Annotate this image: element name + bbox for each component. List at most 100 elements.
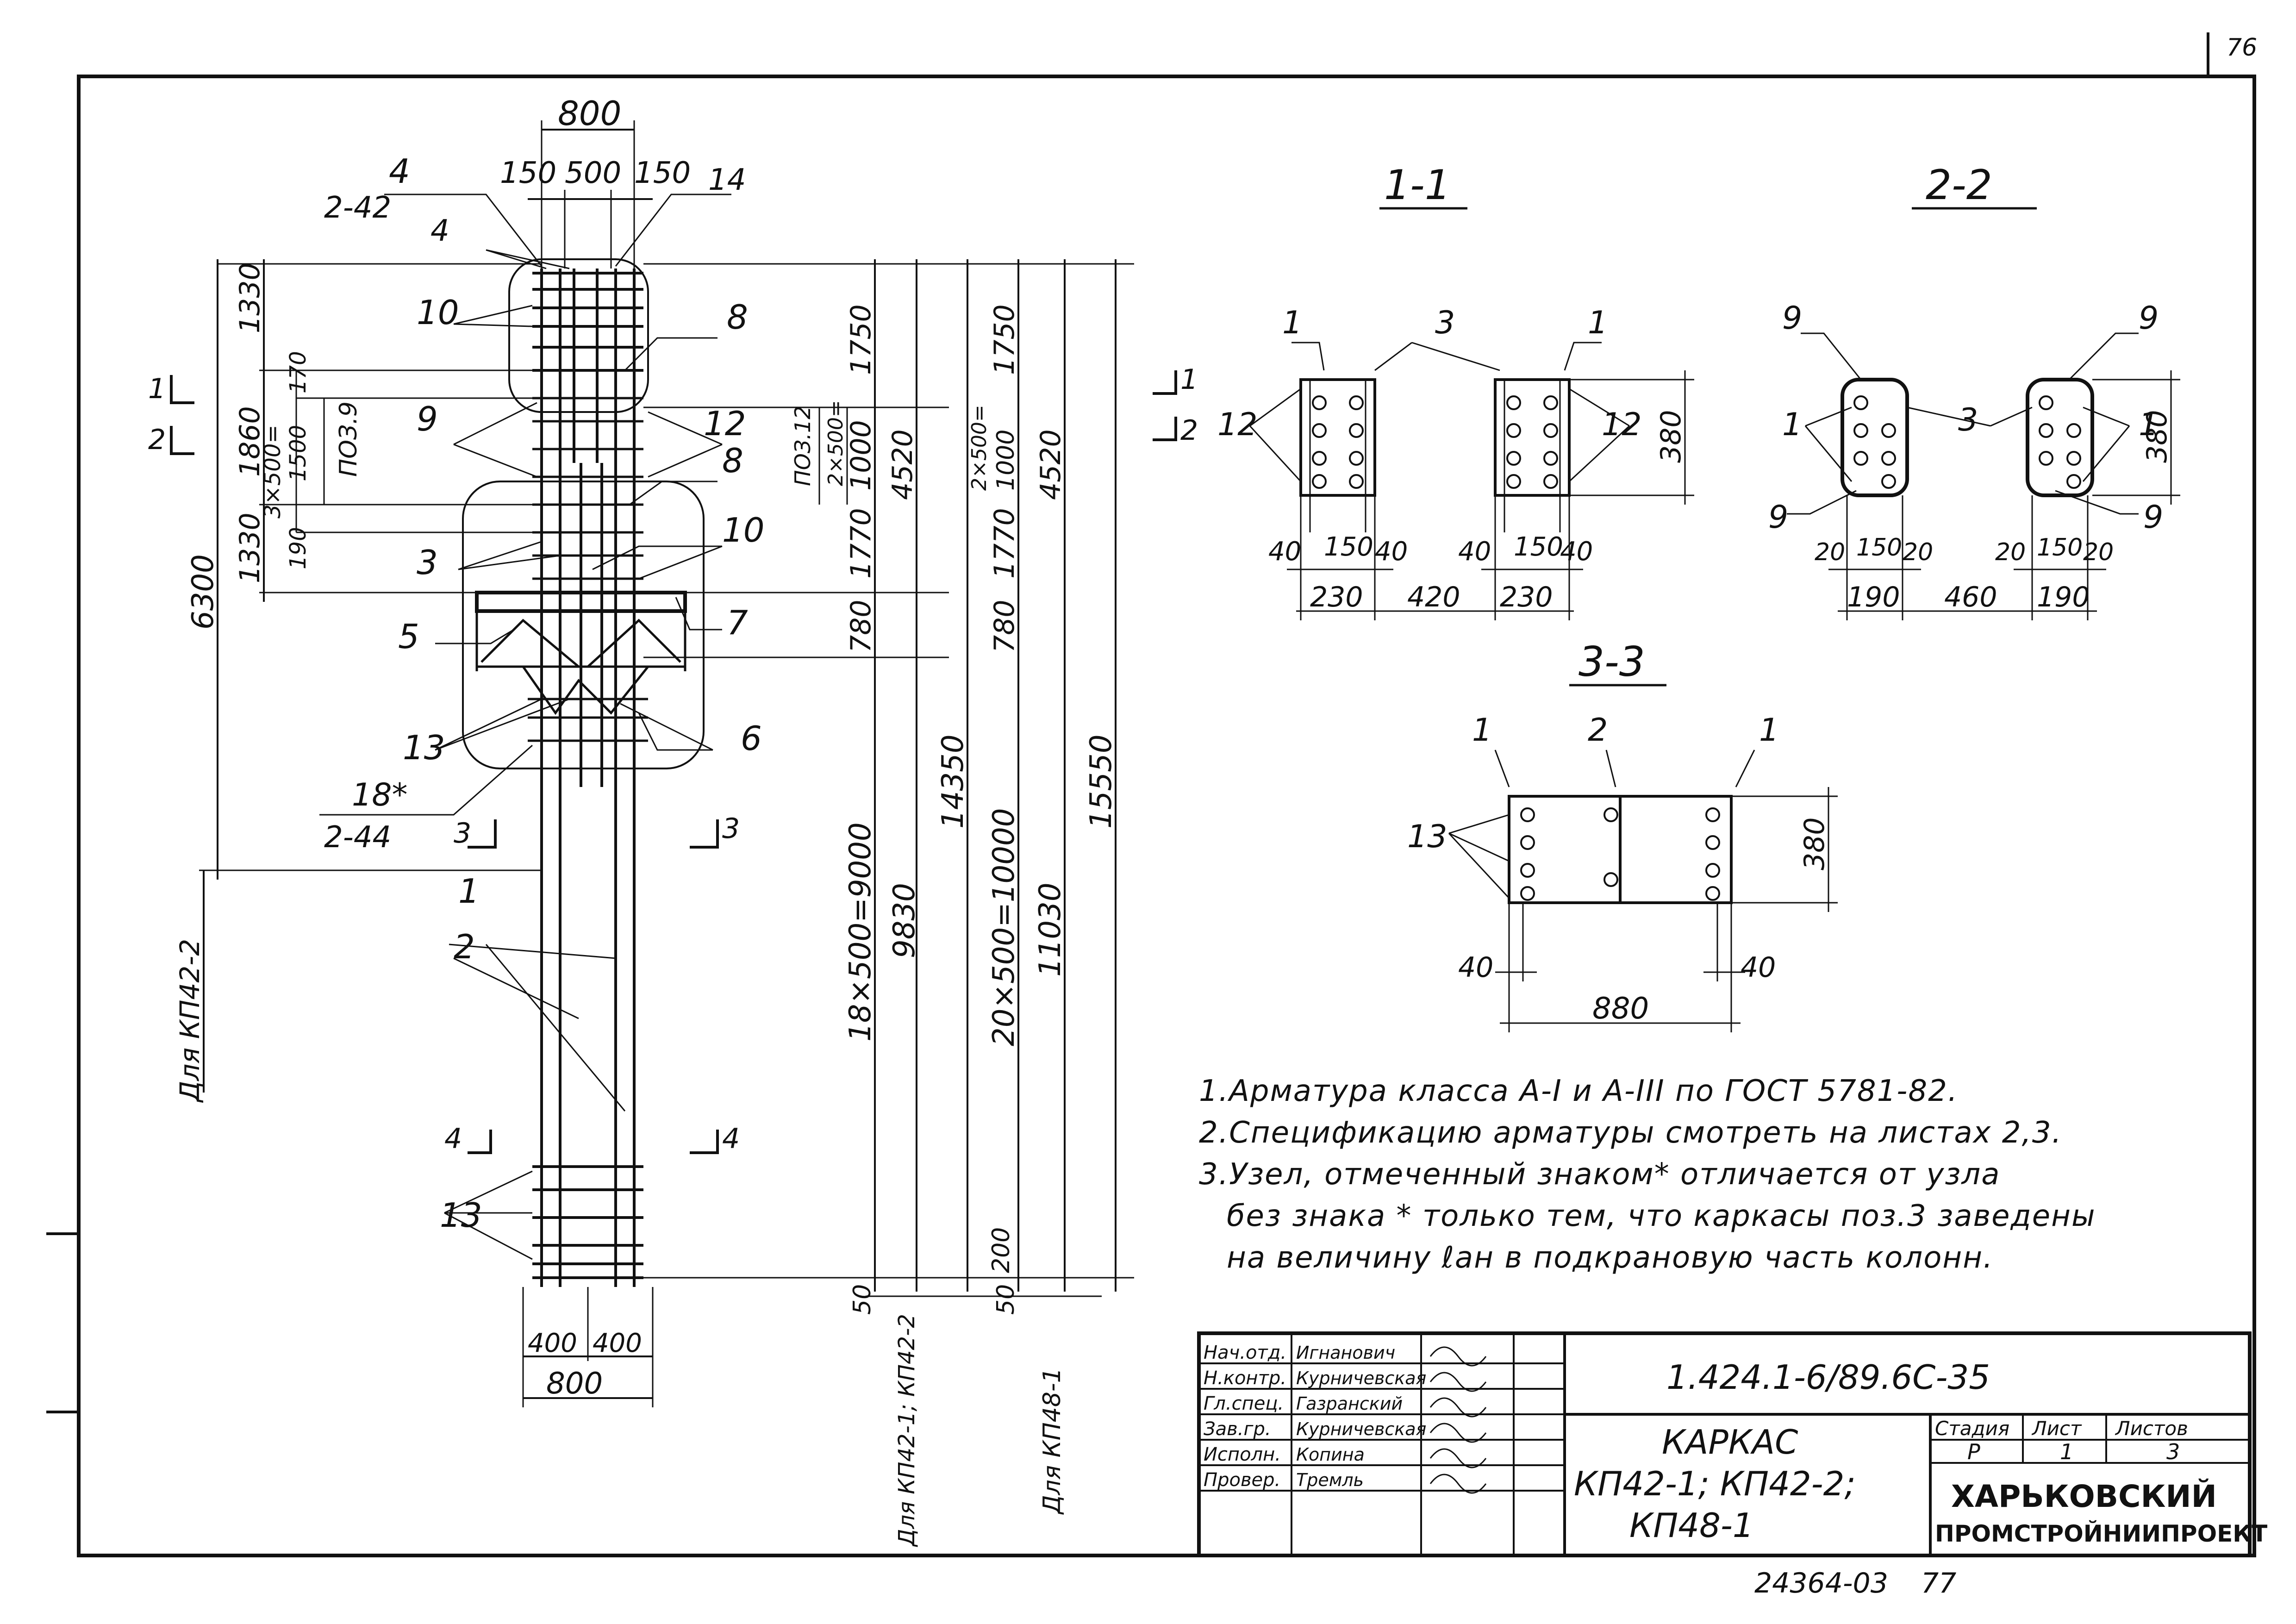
s11-dim-40-b: 40 <box>1375 537 1408 567</box>
s33-pos-13: 13 <box>1407 818 1447 855</box>
rdim-2x500-b: 2×500= <box>967 405 991 491</box>
pos-9-note: ПОЗ.9 <box>335 401 362 477</box>
note-line-2: 2.Спецификацию арматуры смотреть на лист… <box>1199 1116 2062 1150</box>
tb-role-1: Н.контр. <box>1204 1368 1286 1389</box>
s11-dim-230-a: 230 <box>1310 581 1363 613</box>
section-1-1-title: 1-1 <box>1384 161 1451 209</box>
s33-pos-1-left: 1 <box>1472 712 1492 749</box>
tb-name-0: Игнанович <box>1296 1343 1395 1363</box>
tb-stage: Р <box>1967 1439 1980 1464</box>
s11-dim-150-b: 150 <box>1514 532 1563 562</box>
title-block-grid <box>1197 1331 2252 1557</box>
rdim-14350: 14350 <box>936 734 970 829</box>
dim-150-right: 150 <box>634 156 691 190</box>
pos-8-mid: 8 <box>722 441 743 480</box>
tb-role-4: Исполн. <box>1204 1444 1281 1465</box>
s22-pos-9-bl: 9 <box>1768 499 1788 536</box>
sec-mark-2-left: 2 <box>148 424 166 456</box>
s22-pos-3: 3 <box>1958 402 1978 438</box>
rdim-20x500: 20×500=10000 <box>987 808 1021 1046</box>
s11-dim-150-a: 150 <box>1324 532 1373 562</box>
rdim-1770-a: 1770 <box>845 508 877 579</box>
s33-dim-40-left: 40 <box>1458 951 1493 984</box>
tb-sheet-header: Лист <box>2031 1417 2082 1440</box>
pos-3: 3 <box>417 543 438 582</box>
s22-dim-190-b: 190 <box>2037 581 2090 613</box>
pos-7: 7 <box>727 603 748 642</box>
s33-dim-880: 880 <box>1592 992 1649 1026</box>
s22-dim-150-a: 150 <box>1856 534 1902 562</box>
s22-pos-9-tr: 9 <box>2139 300 2159 337</box>
console-plate <box>475 591 687 613</box>
section-3-3-title: 3-3 <box>1578 638 1645 686</box>
s11-pos-3: 3 <box>1435 305 1455 341</box>
rdim-780-b: 780 <box>988 600 1021 653</box>
s33-pos-1-right: 1 <box>1759 712 1779 749</box>
s33-height: 380 <box>1798 817 1831 870</box>
tb-doc-code: 1.424.1-6/89.6С-35 <box>1666 1358 1990 1397</box>
s22-dim-20-d: 20 <box>2083 538 2114 566</box>
s11-dim-40-c: 40 <box>1458 537 1491 567</box>
dim-1330-top: 1330 <box>234 262 266 333</box>
tb-sheets: 3 <box>2166 1439 2180 1464</box>
note-line-5: на величину ℓан в подкрановую часть коло… <box>1227 1241 1994 1275</box>
rdim-1750-b: 1750 <box>988 304 1021 375</box>
s22-dim-20-a: 20 <box>1815 538 1845 566</box>
callout-2-44: 2-44 <box>324 820 391 855</box>
sec-mark-3-right: 3 <box>722 812 740 845</box>
tb-sheet: 1 <box>2060 1439 2073 1464</box>
rdim-50-b: 50 <box>992 1284 1020 1315</box>
pos-5: 5 <box>398 617 419 656</box>
s22-pos-1-right: 1 <box>2139 406 2159 443</box>
note-line-4: без знака * только тем, что каркасы поз.… <box>1227 1199 2096 1233</box>
callout-4: 4 <box>389 152 410 191</box>
pos-13-mid: 13 <box>403 728 445 767</box>
rdim-18x500: 18×500=9000 <box>843 822 878 1042</box>
pos-9: 9 <box>417 400 438 438</box>
tb-role-5: Провер. <box>1204 1469 1280 1491</box>
callout-2-42: 2-42 <box>324 191 391 225</box>
label-for-kp42-2: Для КП42-2 <box>174 939 206 1103</box>
tb-name-3: Курничевская <box>1296 1419 1426 1439</box>
top-cage-outline <box>508 258 649 413</box>
s11-height: 380 <box>1655 410 1687 463</box>
section-2-2 <box>1787 207 2180 620</box>
pos-14: 14 <box>708 163 746 197</box>
pos-2: 2 <box>454 927 475 966</box>
dim-overall-bottom: 800 <box>546 1367 603 1401</box>
s11-pos-1-left: 1 <box>1282 305 1302 341</box>
tb-title-line-2: КП42-1; КП42-2; <box>1574 1464 1856 1503</box>
s11-dim-420: 420 <box>1407 581 1460 613</box>
tb-name-5: Тремль <box>1296 1470 1364 1490</box>
sheet-frame <box>77 75 2256 1557</box>
rdim-2x500: 2×500= <box>824 400 848 486</box>
s22-height: 380 <box>2141 410 2173 463</box>
note-line-1: 1.Арматура класса А-I и А-III по ГОСТ 57… <box>1199 1074 1959 1108</box>
pos-8-top: 8 <box>727 298 748 337</box>
dim-400-right: 400 <box>593 1328 642 1358</box>
dim-1330-bottom: 1330 <box>234 512 266 583</box>
sec-mark-2-right: 2 <box>1180 414 1198 447</box>
pos-10-top: 10 <box>417 293 459 332</box>
rdim-1750-a: 1750 <box>845 304 877 375</box>
dim-500: 500 <box>565 156 621 190</box>
callout-18: 18* <box>352 777 408 813</box>
rdim-1770-b: 1770 <box>988 508 1021 579</box>
s22-dim-20-b: 20 <box>1903 538 1933 566</box>
dim-overall-top: 800 <box>558 94 621 133</box>
pos-6: 6 <box>741 719 762 758</box>
page-number: 76 <box>2227 34 2257 62</box>
rdim-4520-b: 4520 <box>1035 429 1067 500</box>
s22-dim-190-a: 190 <box>1847 581 1900 613</box>
note-line-3: 3.Узел, отмеченный знаком* отличается от… <box>1199 1157 2001 1192</box>
tb-stage-header: Стадия <box>1935 1417 2009 1440</box>
pos-1: 1 <box>458 872 480 911</box>
dim-3x500: 3×500= <box>260 425 286 518</box>
tb-role-2: Гл.спец. <box>1204 1393 1284 1414</box>
s11-pos-1-right: 1 <box>1588 305 1608 341</box>
section-3-3 <box>1448 684 1838 1032</box>
rdim-9830: 9830 <box>887 883 922 958</box>
s22-dim-460: 460 <box>1944 581 1997 613</box>
tb-role-0: Нач.отд. <box>1204 1342 1286 1363</box>
